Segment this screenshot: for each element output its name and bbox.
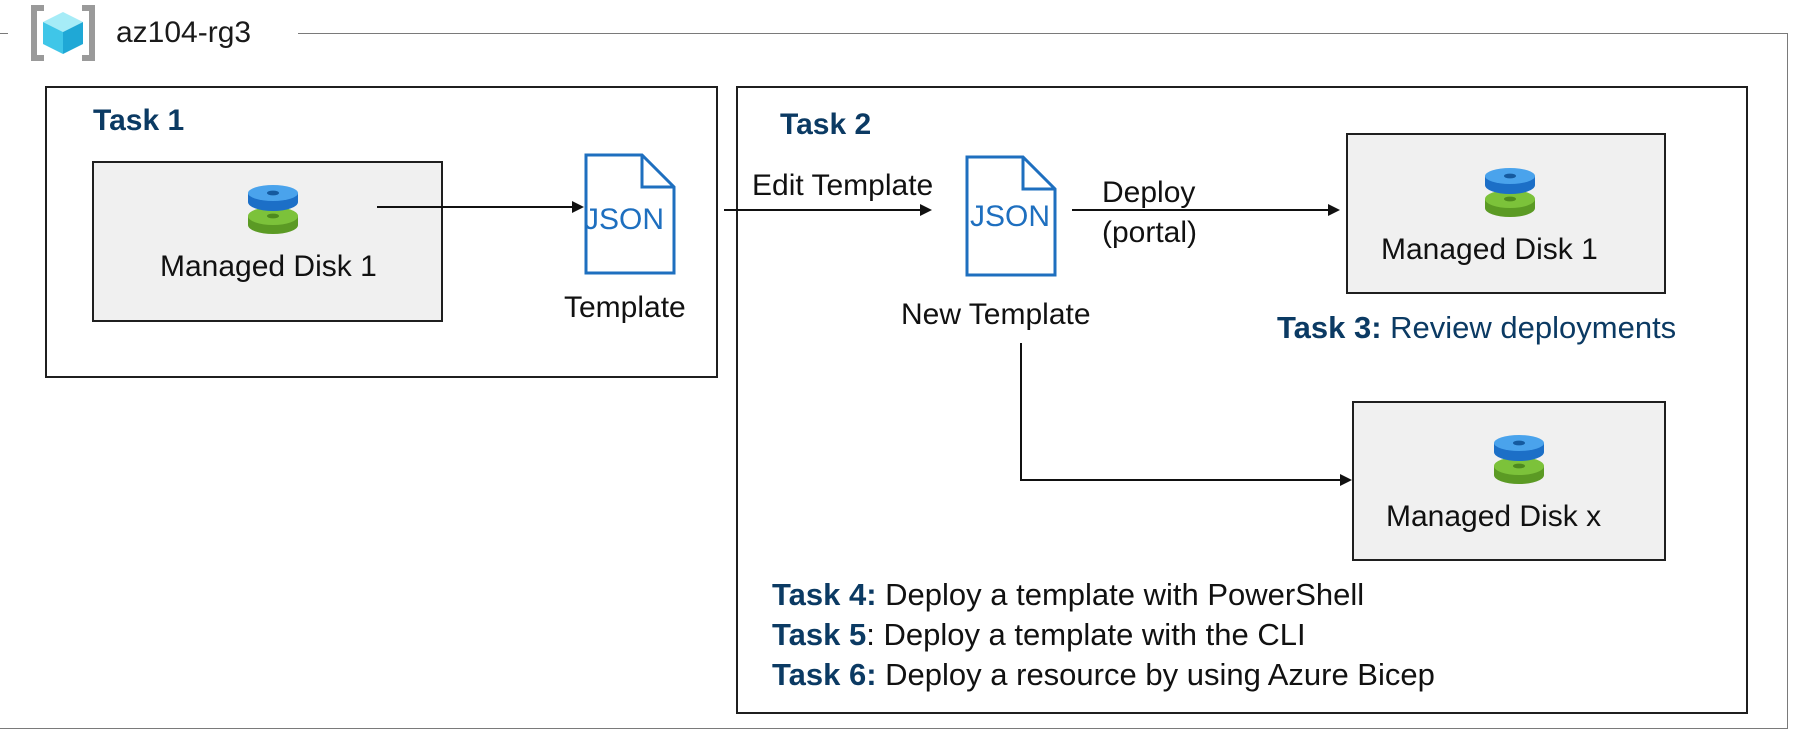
task1-title: Task 1 (93, 104, 185, 137)
task6-text: Deploy a resource by using Azure Bicep (876, 657, 1435, 692)
task1-template-label: Template (564, 291, 686, 324)
task2-disk1-label: Managed Disk 1 (1381, 233, 1598, 266)
task4-prefix: Task 4: (772, 577, 877, 612)
task3-line: Task 3: Review deployments (1277, 310, 1676, 346)
resource-group-header: az104-rg3 (8, 4, 298, 62)
new-template-to-diskx-arrow (1020, 343, 1352, 486)
task1-json-text: JSON (584, 203, 665, 236)
managed-disk-icon (1485, 168, 1535, 217)
task5-line: Task 5: Deploy a template with the CLI (772, 617, 1306, 653)
managed-disk-icon (1494, 435, 1544, 484)
resource-group-name: az104-rg3 (116, 16, 252, 49)
task3-text: Review deployments (1381, 310, 1677, 345)
task5-text: : Deploy a template with the CLI (866, 617, 1306, 652)
task2-diskx-label: Managed Disk x (1386, 500, 1602, 533)
json-template-icon (584, 153, 676, 275)
task4-line: Task 4: Deploy a template with PowerShel… (772, 577, 1364, 613)
task6-line: Task 6: Deploy a resource by using Azure… (772, 657, 1435, 693)
deploy-portal-label: (portal) (1102, 216, 1198, 249)
task1-disk-label: Managed Disk 1 (160, 250, 377, 283)
task5-prefix: Task 5 (772, 617, 867, 652)
task3-prefix: Task 3: (1277, 310, 1382, 345)
json-new-template-icon (965, 155, 1057, 277)
task2-json-text: JSON (970, 200, 1051, 233)
task2-title: Task 2 (780, 108, 872, 141)
edit-template-label: Edit Template (752, 169, 934, 202)
task6-prefix: Task 6: (772, 657, 877, 692)
task4-text: Deploy a template with PowerShell (876, 577, 1365, 612)
new-template-label: New Template (901, 298, 1091, 331)
resource-group-icon (31, 5, 95, 61)
resource-group-frame (0, 33, 1788, 729)
deploy-label: Deploy (1102, 176, 1196, 209)
managed-disk-icon (248, 185, 298, 234)
